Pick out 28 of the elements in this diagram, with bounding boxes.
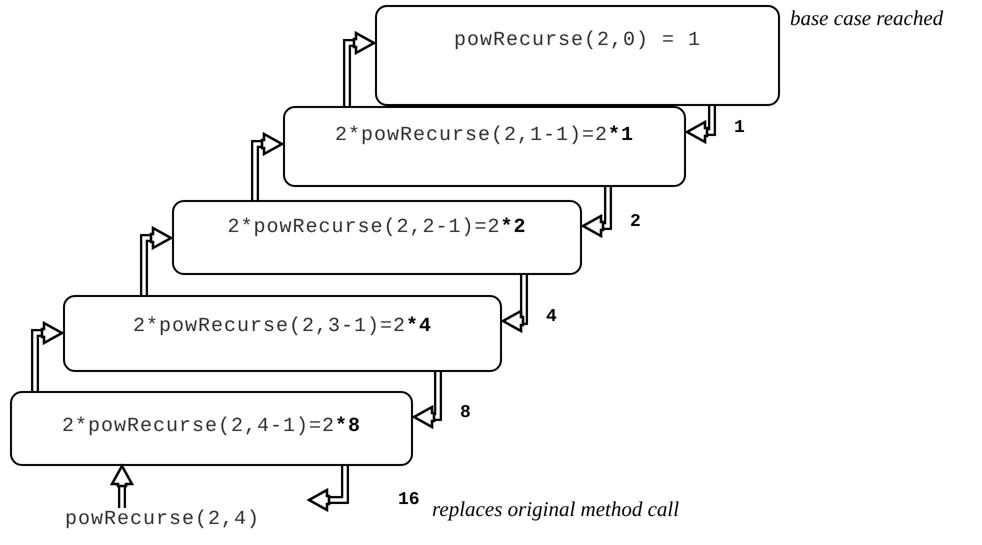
hollow-arrow — [306, 466, 349, 512]
hollow-arrow — [580, 187, 612, 238]
note-text: base case reached — [790, 6, 944, 31]
hollow-arrow — [251, 132, 285, 200]
call-expression: powRecurse(2,0) = 1 — [454, 29, 702, 52]
call-expression: 2*powRecurse(2,2-1)=2*2 — [227, 216, 527, 239]
call-box — [172, 200, 582, 275]
hollow-arrow — [140, 226, 174, 295]
method-call-text: powRecurse(2,4) — [65, 508, 260, 531]
edge-label: 8 — [460, 403, 471, 423]
call-box — [375, 5, 780, 106]
edge-label: 1 — [734, 118, 745, 138]
hollow-arrow — [684, 106, 716, 144]
call-expression: 2*powRecurse(2,1-1)=2*1 — [334, 124, 634, 147]
call-expression: 2*powRecurse(2,4-1)=2*8 — [62, 415, 362, 438]
call-expression: 2*powRecurse(2,3-1)=2*4 — [132, 315, 432, 338]
hollow-arrow — [110, 463, 134, 508]
edge-label: 16 — [398, 490, 420, 510]
hollow-arrow — [31, 320, 65, 391]
call-box — [10, 391, 413, 466]
edge-label: 2 — [630, 212, 641, 232]
hollow-arrow — [343, 30, 377, 106]
call-box — [63, 295, 502, 372]
note-text: replaces original method call — [432, 497, 680, 522]
hollow-arrow — [411, 372, 442, 430]
hollow-arrow — [500, 275, 528, 334]
call-box — [283, 106, 686, 187]
edge-label: 4 — [546, 307, 557, 327]
